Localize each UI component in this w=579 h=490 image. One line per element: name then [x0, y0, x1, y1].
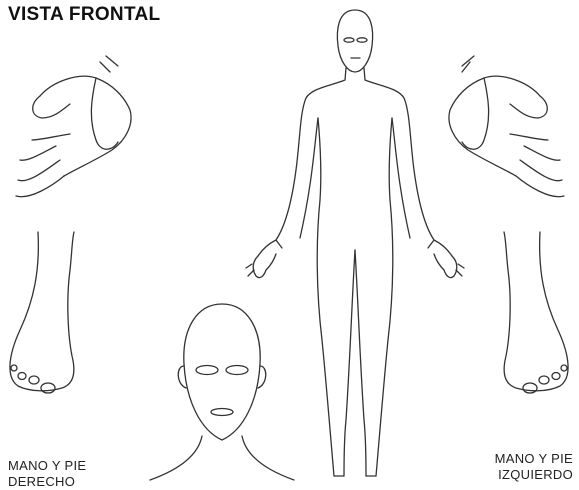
- left-foot: [504, 232, 568, 393]
- label-right-line2: DERECHO: [8, 474, 86, 490]
- face-closeup: [150, 304, 294, 480]
- label-left-line1: MANO Y PIE: [495, 451, 573, 467]
- left-hand: [449, 56, 564, 197]
- label-right-hand-foot: MANO Y PIE DERECHO: [8, 458, 86, 490]
- right-foot: [10, 232, 74, 393]
- label-left-line2: IZQUIERDO: [495, 467, 573, 483]
- label-right-line1: MANO Y PIE: [8, 458, 86, 474]
- full-body-figure: [246, 10, 464, 476]
- right-hand: [16, 56, 131, 197]
- label-left-hand-foot: MANO Y PIE IZQUIERDO: [495, 451, 573, 483]
